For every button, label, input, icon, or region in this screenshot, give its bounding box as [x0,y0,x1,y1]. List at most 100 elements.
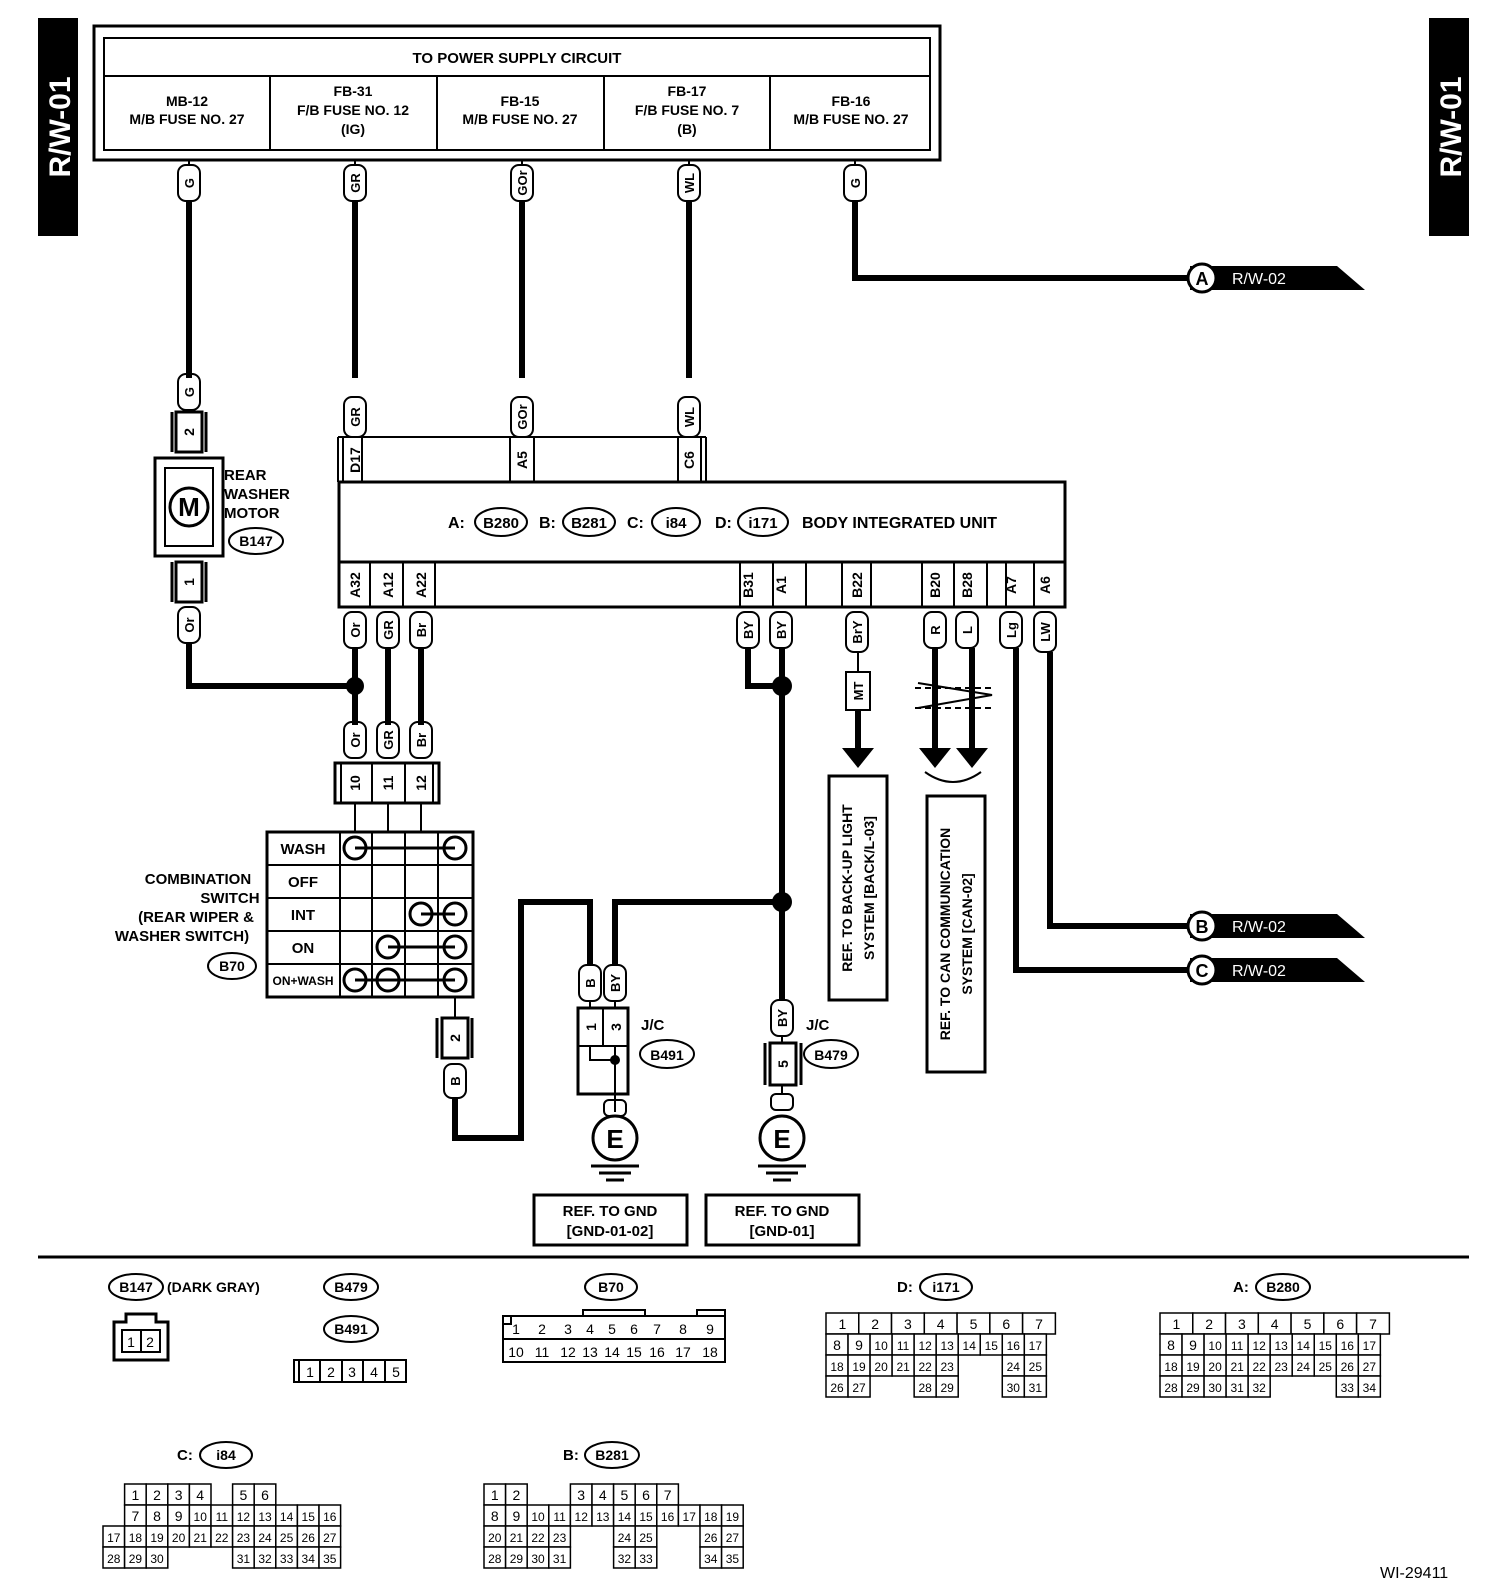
svg-text:Or: Or [348,732,363,747]
pin-cell [548,1546,572,1569]
pin-number: 32 [258,1552,272,1566]
svg-text:G: G [182,387,197,397]
pin-number: 29 [941,1381,955,1395]
connector-b479-b491-view: B479 B491 1 2 3 4 5 [293,1273,407,1383]
svg-text:WASH: WASH [281,841,326,858]
pin-number: 8 [833,1337,841,1353]
svg-text:REF. TO GND: REF. TO GND [735,1203,830,1220]
pin-number: 15 [985,1339,999,1353]
svg-text:D17: D17 [347,447,363,473]
ground-wires [612,648,792,1000]
pin-number: 22 [918,1360,932,1374]
svg-text:B281: B281 [571,515,607,532]
svg-text:Or: Or [348,622,363,637]
pin-number: 15 [639,1510,653,1524]
pin-number: 18 [704,1510,718,1524]
offpage-b-c: B R/W-02 C R/W-02 [1013,648,1365,986]
svg-text:ON: ON [292,940,315,957]
svg-text:C:: C: [627,515,644,532]
pin-number: 28 [488,1552,502,1566]
biu-title: BODY INTEGRATED UNIT [802,515,997,532]
pin-number: 25 [280,1531,294,1545]
pin-number: 24 [618,1531,632,1545]
pin-cell [847,1375,871,1398]
svg-text:COMBINATION: COMBINATION [145,871,251,888]
pin-number: 18 [830,1360,844,1374]
svg-text:D:: D: [715,515,732,532]
pin-number: 11 [1231,1339,1244,1353]
pin-number: 26 [302,1531,316,1545]
connector-b147-view: B147 (DARK GRAY) 1 2 [108,1273,260,1362]
svg-text:2: 2 [146,1334,154,1350]
can-ref: REF. TO CAN COMMUNICATION SYSTEM [CAN-02… [915,648,993,1074]
svg-text:INT: INT [291,907,315,924]
pin-number: 13 [258,1510,272,1524]
pin-number: 35 [323,1552,337,1566]
svg-text:B:: B: [539,515,556,532]
svg-text:B: B [1196,917,1209,937]
fuse-2-desc: M/B FUSE NO. 27 [462,111,577,127]
pin-number: 8 [1167,1337,1175,1353]
fuse-1-desc: F/B FUSE NO. 12 [297,102,409,118]
svg-text:Br: Br [414,733,429,747]
pin-number: 19 [150,1531,164,1545]
svg-text:4: 4 [370,1364,378,1380]
pin-number: 16 [323,1510,337,1524]
pin-number: 12 [1252,1339,1266,1353]
svg-text:5: 5 [608,1321,616,1337]
svg-text:8: 8 [679,1321,687,1337]
svg-text:i84: i84 [216,1447,236,1463]
svg-text:A1: A1 [773,576,789,594]
pin-number: 3 [577,1487,585,1503]
svg-text:B147: B147 [119,1279,153,1295]
pin-number: 17 [1029,1339,1043,1353]
combination-switch: WASH OFF INT ON ON+WASH COMBINATION SWIT… [115,830,593,1141]
svg-text:4: 4 [586,1321,594,1337]
pin-number: 9 [1189,1337,1197,1353]
svg-text:Br: Br [414,623,429,637]
svg-text:6: 6 [630,1321,638,1337]
pin-number: 28 [918,1381,932,1395]
pin-number: 24 [258,1531,272,1545]
pin-number: 14 [618,1510,632,1524]
svg-text:2: 2 [327,1364,335,1380]
wire-tags-biu-bottom: Or GR Br BY BY BrY R L Lg LW [343,611,1057,653]
fuse-0-name: MB-12 [166,93,208,109]
junction-b491: B BY 1 3 J/C B491 E [576,964,695,1182]
pin-number: 29 [510,1552,524,1566]
svg-text:[GND-01]: [GND-01] [749,1223,814,1240]
pin-number: 30 [1208,1381,1222,1395]
svg-text:1: 1 [306,1364,314,1380]
svg-text:GR: GR [348,173,363,193]
pin-number: 22 [531,1531,545,1545]
svg-text:A6: A6 [1037,576,1053,594]
svg-text:MOTOR: MOTOR [224,505,280,522]
svg-text:B28: B28 [959,572,975,598]
figure-id: WI-29411 [1380,1565,1448,1582]
pin-number: 8 [491,1508,499,1524]
pin-cell [145,1546,169,1569]
svg-text:Or: Or [182,617,197,632]
svg-text:3: 3 [608,1023,624,1031]
fuse-3-name: FB-17 [668,83,707,99]
svg-text:D:: D: [897,1279,913,1296]
pin-number: 20 [488,1531,502,1545]
pin-number: 26 [704,1531,718,1545]
svg-text:MT: MT [851,682,866,701]
power-supply-title: TO POWER SUPPLY CIRCUIT [413,50,622,67]
svg-text:R/W-02: R/W-02 [1232,963,1286,980]
pin-number: 18 [1164,1360,1178,1374]
svg-text:J/C: J/C [806,1017,830,1034]
svg-text:GR: GR [348,407,363,427]
pin-number: 29 [1186,1381,1200,1395]
pin-number: 22 [215,1531,229,1545]
pin-number: 27 [323,1531,337,1545]
pin-number: 9 [513,1508,521,1524]
svg-text:A5: A5 [514,451,530,469]
connector-b70-view: B70 1 2 3 4 5 6 7 8 9 10 11 12 13 14 15 … [502,1273,726,1363]
svg-text:SWITCH: SWITCH [200,890,259,907]
offpage-a: A R/W-02 [1186,262,1365,294]
pin-number: 13 [1275,1339,1289,1353]
svg-text:BrY: BrY [850,620,865,643]
svg-text:i84: i84 [666,515,688,532]
